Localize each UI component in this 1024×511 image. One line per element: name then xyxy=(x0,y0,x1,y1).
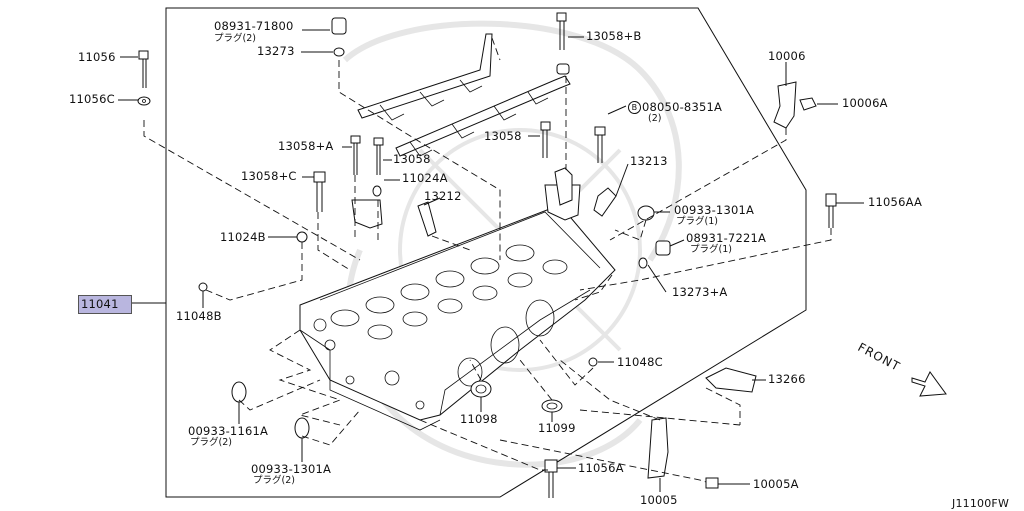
label-11024a: 11024A xyxy=(402,171,448,185)
plug-00933-1161a xyxy=(231,381,247,403)
label-11098: 11098 xyxy=(460,412,498,426)
bolt-13058c xyxy=(313,171,326,212)
label-08050-qty: (2) xyxy=(648,113,662,124)
label-11048b: 11048B xyxy=(176,309,222,323)
cover-13266 xyxy=(705,367,757,393)
label-13058c: 13058+C xyxy=(241,169,297,183)
circled-b-icon: B xyxy=(628,101,641,114)
leader-lines xyxy=(118,29,864,492)
label-00933-1301a-top-plug: プラグ(1) xyxy=(676,216,718,227)
label-11024b: 11024B xyxy=(220,230,266,244)
bolt-13058b xyxy=(556,12,570,75)
label-10005: 10005 xyxy=(640,493,678,507)
bolt-08050 xyxy=(594,126,606,163)
diagram-frame xyxy=(165,7,807,498)
diagram-code: J11100FW xyxy=(952,497,1010,510)
label-13273a: 13273+A xyxy=(672,285,728,299)
bolt-11056aa xyxy=(825,193,837,228)
fuel-rail-part xyxy=(357,33,571,157)
label-08050-8351a-text: 08050-8351A xyxy=(642,100,723,114)
label-13266: 13266 xyxy=(768,372,806,386)
plug-08931-71800 xyxy=(331,17,347,57)
cylinder-head-part xyxy=(299,204,616,431)
label-00933-1161a: 00933-1161A xyxy=(188,424,269,438)
label-11056c: 11056C xyxy=(69,92,115,106)
sensor-13213 xyxy=(593,187,617,217)
label-13212: 13212 xyxy=(424,189,462,203)
sensor-13212 xyxy=(417,201,437,237)
label-11099: 11099 xyxy=(538,421,576,435)
label-13273: 13273 xyxy=(257,44,295,58)
front-arrow-icon xyxy=(911,371,947,397)
plug-00933-1301a-top xyxy=(637,205,655,221)
label-13058-left: 13058 xyxy=(393,152,431,166)
label-08931-71800: 08931-71800 xyxy=(214,19,294,33)
label-13058-right: 13058 xyxy=(484,129,522,143)
label-08931-7221a: 08931-7221A xyxy=(686,231,767,245)
label-11041-highlighted[interactable]: 11041 xyxy=(78,295,132,314)
label-11056a: 11056A xyxy=(578,461,624,475)
seal-11048c xyxy=(588,357,598,367)
label-13058b: 13058+B xyxy=(586,29,642,43)
label-11048c: 11048C xyxy=(617,355,663,369)
gasket-11098 xyxy=(470,380,492,398)
label-11056aa: 11056AA xyxy=(868,195,923,209)
assembly-dashed-lines xyxy=(143,37,832,483)
washer-11024b xyxy=(296,231,308,243)
seal-11048b xyxy=(198,282,208,292)
bracket-10006 xyxy=(773,81,817,129)
label-10005a: 10005A xyxy=(753,477,799,491)
bolt-11056 xyxy=(137,50,151,106)
camshaft-bracket-part xyxy=(351,167,581,229)
plug-00933-1301a-bot xyxy=(294,417,310,439)
label-13058a: 13058+A xyxy=(278,139,334,153)
label-08931-7221a-plug: プラグ(1) xyxy=(690,244,732,255)
bolt-13058-right xyxy=(540,121,551,158)
label-00933-1301a-bot: 00933-1301A xyxy=(251,462,332,476)
label-10006a: 10006A xyxy=(842,96,888,110)
label-00933-1161a-plug: プラグ(2) xyxy=(190,437,232,448)
label-00933-1301a-top: 00933-1301A xyxy=(674,203,755,217)
label-11056: 11056 xyxy=(78,50,116,64)
plug-08931-7221a xyxy=(638,240,671,269)
bracket-10005 xyxy=(647,417,719,489)
gasket-11099 xyxy=(541,399,563,413)
bolts-13058a xyxy=(350,135,384,197)
bolt-11056a xyxy=(544,459,558,498)
label-13213: 13213 xyxy=(630,154,668,168)
label-10006: 10006 xyxy=(768,49,806,63)
label-00933-1301a-bot-plug: プラグ(2) xyxy=(253,475,295,486)
label-08931-71800-plug: プラグ(2) xyxy=(214,33,256,44)
